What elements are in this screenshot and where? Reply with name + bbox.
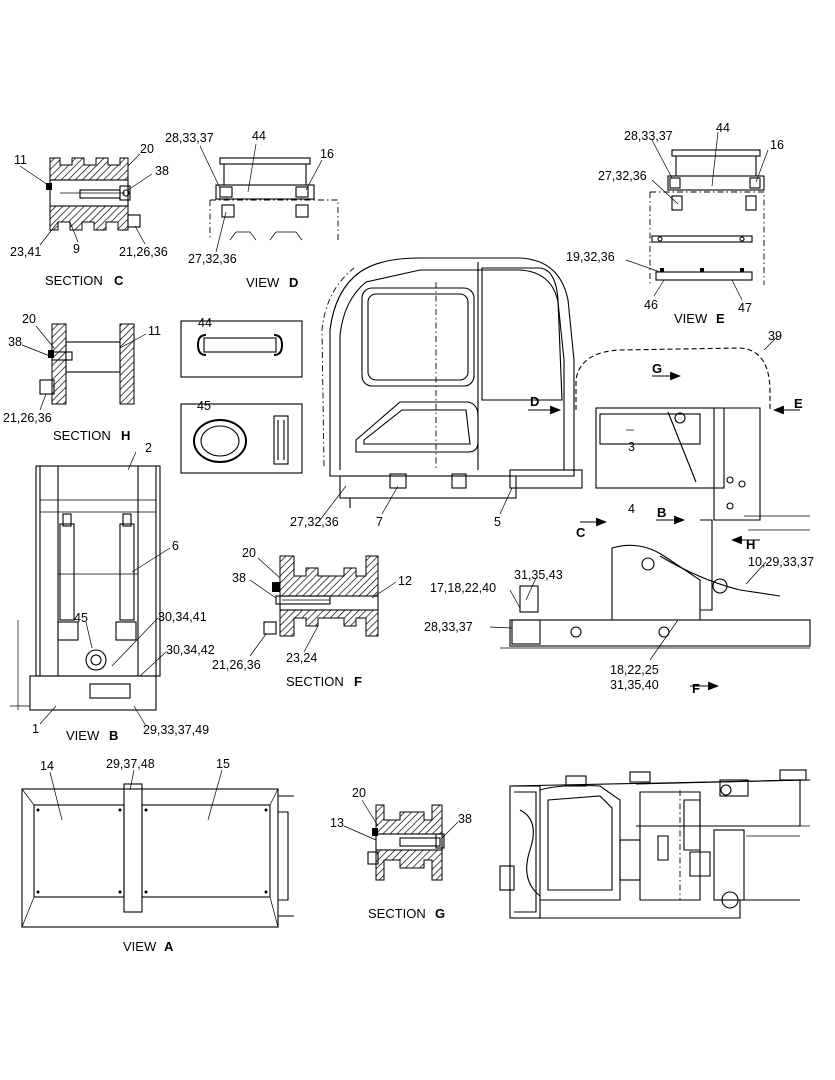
section-arrow-f-label: F [692, 681, 700, 696]
callout-9: 9 [73, 242, 80, 256]
section-c-drawing [19, 153, 153, 246]
callout-38: 38 [458, 812, 472, 826]
caption-word: VIEW [674, 311, 708, 326]
callout-20: 20 [22, 312, 36, 326]
callout-27-32-36: 27,32,36 [290, 515, 339, 529]
view-e-drawing [625, 131, 769, 301]
caption-word: SECTION [368, 906, 426, 921]
view-b-caption: VIEW B [66, 728, 118, 743]
caption-letter: F [354, 674, 362, 689]
callout-19-32-36: 19,32,36 [566, 250, 615, 264]
callout-39: 39 [768, 329, 782, 343]
caption-letter: G [435, 906, 445, 921]
caption-word: SECTION [45, 273, 103, 288]
detail-45-box [180, 403, 303, 474]
section-c-caption: SECTION C [45, 273, 124, 288]
caption-letter: B [109, 728, 118, 743]
callout-13: 13 [330, 816, 344, 830]
callout-16: 16 [770, 138, 784, 152]
callout-31-35-40: 31,35,40 [610, 678, 659, 692]
callout-2: 2 [145, 441, 152, 455]
view-arrow-b-label: B [657, 505, 666, 520]
callout-47: 47 [738, 301, 752, 315]
caption-word: SECTION [286, 674, 344, 689]
view-b-drawing [10, 451, 171, 727]
caption-letter: D [289, 275, 298, 290]
callout-44: 44 [198, 316, 212, 330]
callout-23-41: 23,41 [10, 245, 41, 259]
callout-27-32-36: 27,32,36 [598, 169, 647, 183]
callout-16: 16 [320, 147, 334, 161]
view-a-drawing [21, 769, 294, 928]
callout-45: 45 [74, 611, 88, 625]
callout-5: 5 [494, 515, 501, 529]
caption-letter: E [716, 311, 725, 326]
section-g-caption: SECTION G [368, 906, 445, 921]
callout-12: 12 [398, 574, 412, 588]
view-e-caption: VIEW E [674, 311, 725, 326]
section-g-drawing [343, 799, 459, 881]
caption-letter: H [121, 428, 130, 443]
callout-15: 15 [216, 757, 230, 771]
callout-44: 44 [252, 129, 266, 143]
caption-word: VIEW [246, 275, 280, 290]
callout-28-33-37: 28,33,37 [424, 620, 473, 634]
callout-7: 7 [376, 515, 383, 529]
section-arrow-g-label: G [652, 361, 662, 376]
callout-4: 4 [628, 502, 635, 516]
section-h-caption: SECTION H [53, 428, 130, 443]
callout-29-37-48: 29,37,48 [106, 757, 155, 771]
upper-structure-top-view-drawing [499, 769, 811, 919]
callout-44: 44 [716, 121, 730, 135]
callout-28-33-37: 28,33,37 [165, 131, 214, 145]
callout-18-22-25: 18,22,25 [610, 663, 659, 677]
callout-10-29-33-37: 10,29,33,37 [748, 555, 814, 569]
caption-letter: C [114, 273, 124, 288]
callout-20: 20 [352, 786, 366, 800]
callout-17-18-22-40: 17,18,22,40 [430, 581, 496, 595]
callout-23-24: 23,24 [286, 651, 317, 665]
callout-3: 3 [628, 440, 635, 454]
view-a-caption: VIEW A [123, 939, 174, 954]
view-arrow-e-label: E [794, 396, 803, 411]
callout-20: 20 [140, 142, 154, 156]
caption-letter: A [164, 939, 174, 954]
view-arrow-d-label: D [530, 394, 539, 409]
callout-46: 46 [644, 298, 658, 312]
callout-21-26-36: 21,26,36 [119, 245, 168, 259]
callout-38: 38 [8, 335, 22, 349]
callout-30-34-42: 30,34,42 [166, 643, 215, 657]
callout-30-34-41: 30,34,41 [158, 610, 207, 624]
callout-11: 11 [148, 324, 161, 338]
callout-1: 1 [32, 722, 39, 736]
detail-44-box [180, 320, 303, 378]
callout-27-32-36: 27,32,36 [188, 252, 237, 266]
caption-word: VIEW [66, 728, 100, 743]
callout-21-26-36: 21,26,36 [3, 411, 52, 425]
callout-21-26-36: 21,26,36 [212, 658, 261, 672]
callout-31-35-43: 31,35,43 [514, 568, 563, 582]
section-h-drawing [21, 323, 147, 411]
callout-38: 38 [155, 164, 169, 178]
view-d-drawing [199, 143, 339, 253]
callout-6: 6 [172, 539, 179, 553]
callout-38: 38 [232, 571, 246, 585]
callout-28-33-37: 28,33,37 [624, 129, 673, 143]
callout-29-33-37-49: 29,33,37,49 [143, 723, 209, 737]
caption-word: SECTION [53, 428, 111, 443]
callout-20: 20 [242, 546, 256, 560]
callout-11: 11 [14, 153, 27, 167]
section-f-drawing [249, 555, 397, 657]
cab-assembly-drawing [319, 257, 811, 691]
view-d-caption: VIEW D [246, 275, 298, 290]
section-arrow-h-label: H [746, 537, 755, 552]
callout-14: 14 [40, 759, 54, 773]
callout-45: 45 [197, 399, 211, 413]
section-arrow-c-label: C [576, 525, 586, 540]
caption-word: VIEW [123, 939, 157, 954]
section-f-caption: SECTION F [286, 674, 362, 689]
